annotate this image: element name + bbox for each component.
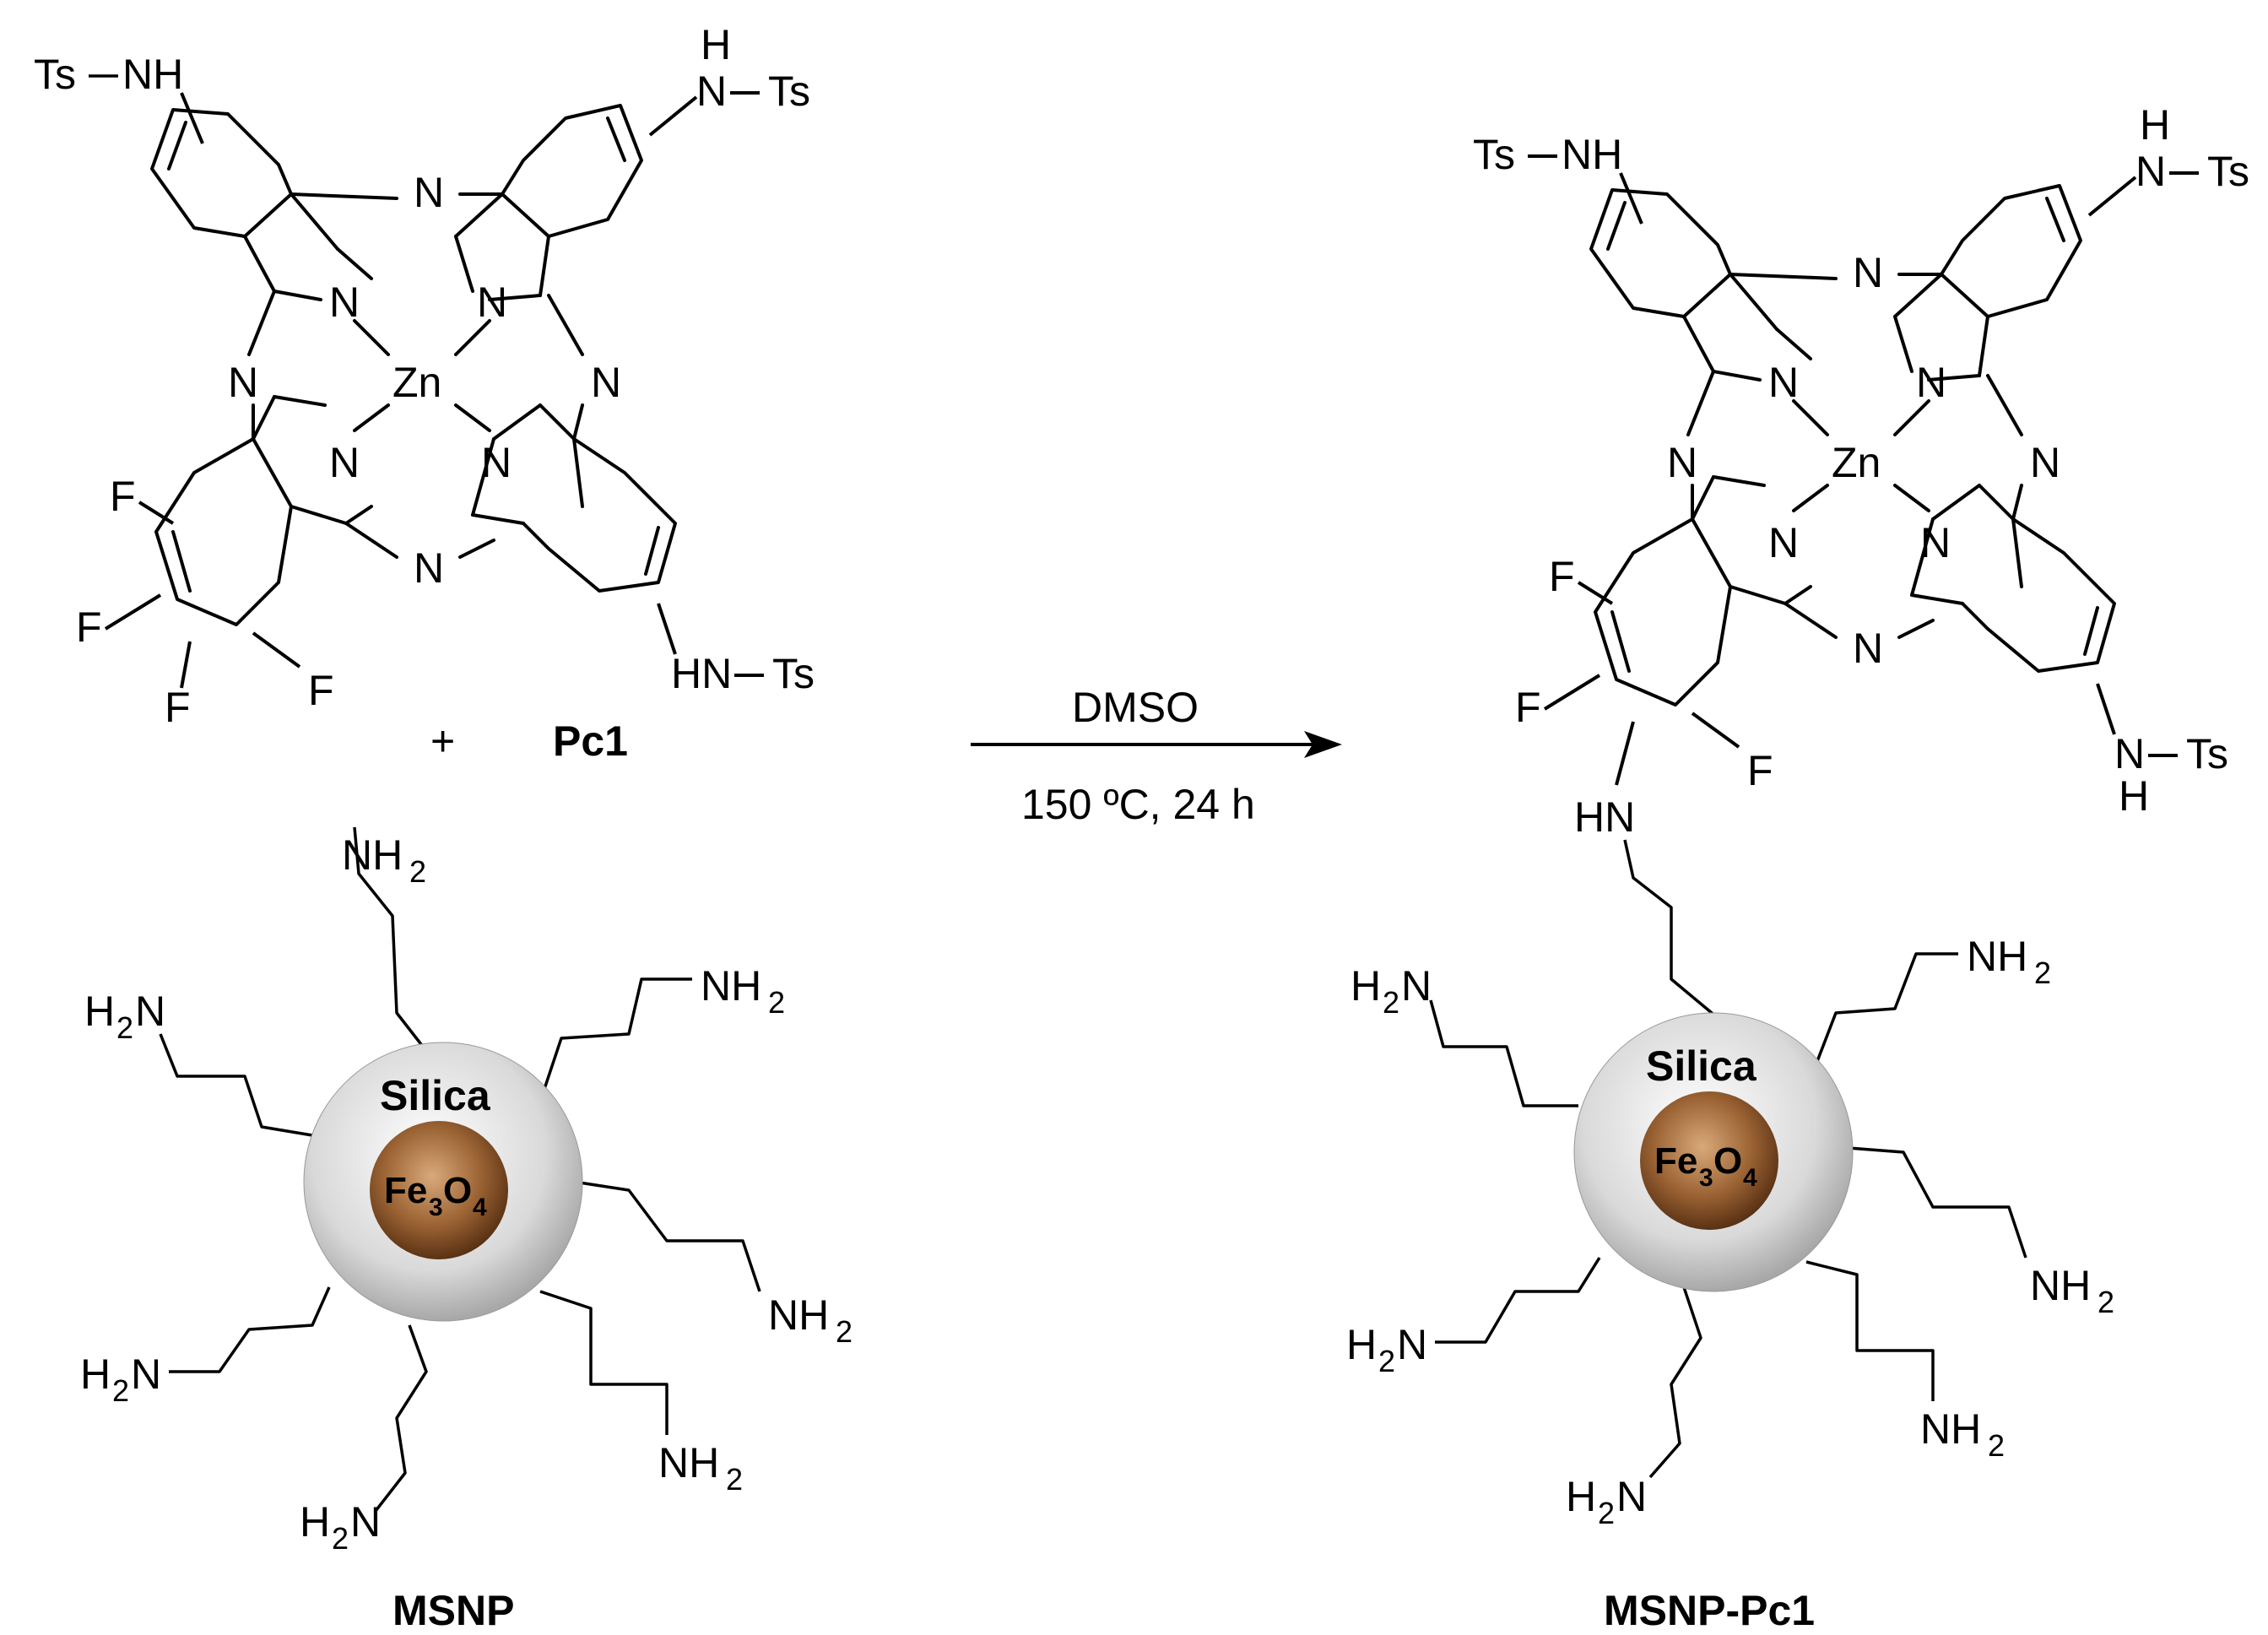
silica-label: Silica (1646, 1042, 1757, 1090)
n-atom: N (2135, 148, 2166, 195)
subscript-2: 2 (116, 1010, 133, 1045)
n-atom: N (414, 169, 444, 216)
pc1-label: Pc1 (553, 717, 628, 765)
h2n-label: H (1346, 1321, 1377, 1368)
subscript-2: 2 (1988, 1428, 2005, 1463)
h-label: H (2140, 101, 2170, 149)
n-atom: N (1667, 439, 1697, 486)
ts-label: Ts (2207, 148, 2249, 195)
temperature-time-label: 150 ºC, 24 h (1021, 781, 1255, 828)
pc1-structure-product: Zn N N N N N N N N Ts NH H N Ts N Ts H F… (1473, 101, 2249, 841)
subscript-2: 2 (1383, 985, 1399, 1020)
ts-label: Ts (34, 51, 76, 98)
n-atom: N (228, 359, 258, 406)
msnp-structure: NH 2 NH 2 H 2 N NH 2 H 2 N H 2 N NH 2 Si… (80, 826, 853, 1634)
f-atom: F (1549, 553, 1575, 600)
zn-atom-pc1: Zn (392, 359, 441, 406)
h-label: H (2119, 772, 2149, 820)
subscript-2: 2 (409, 854, 426, 889)
subscript-4: 4 (473, 1194, 487, 1221)
n-atom: N (481, 439, 512, 486)
n-atom: N (1397, 1321, 1427, 1368)
fe3o4-label-o: O (1713, 1140, 1742, 1182)
n-atom: N (1920, 519, 1951, 566)
n-atom: N (135, 988, 165, 1035)
ts-label: Ts (768, 68, 810, 115)
msnp-product-structure: NH 2 H 2 N NH 2 H 2 N H 2 N NH 2 Silica … (1346, 839, 2114, 1634)
fe3o4-label-o: O (443, 1170, 472, 1211)
fe3o4-label: Fe (1654, 1140, 1697, 1182)
fe3o4-core (370, 1121, 508, 1259)
hn-label: HN (1574, 793, 1635, 841)
h2n-label: H (84, 988, 115, 1035)
nh2-label: NH (658, 1439, 719, 1486)
n-atom: N (414, 544, 444, 592)
n-atom: N (1768, 359, 1799, 406)
msnp-label: MSNP (392, 1587, 514, 1634)
n-atom: N (2030, 439, 2060, 486)
n-atom: N (1616, 1473, 1647, 1520)
f-atom: F (76, 604, 102, 651)
reaction-arrow: DMSO 150 ºC, 24 h (971, 684, 1342, 828)
subscript-3: 3 (1699, 1164, 1713, 1192)
ts-label: Ts (1473, 131, 1515, 178)
msnp-pc1-label: MSNP-Pc1 (1604, 1587, 1815, 1634)
subscript-2: 2 (836, 1314, 853, 1349)
subscript-2: 2 (2034, 956, 2051, 990)
ts-label: Ts (2186, 730, 2228, 777)
subscript-2: 2 (2097, 1285, 2114, 1319)
n-atom: N (477, 279, 507, 326)
subscript-2: 2 (112, 1373, 129, 1408)
hn-label: HN (671, 650, 732, 697)
n-atom: N (2114, 730, 2145, 777)
ts-label: Ts (772, 650, 815, 697)
f-atom: F (110, 473, 136, 520)
n-atom: N (350, 1498, 381, 1546)
n-atom: N (1401, 962, 1432, 1010)
fe3o4-core (1640, 1091, 1778, 1230)
f-atom: F (308, 667, 334, 714)
subscript-3: 3 (429, 1194, 443, 1221)
fe3o4-label: Fe (384, 1170, 427, 1211)
solvent-label: DMSO (1072, 684, 1199, 731)
subscript-4: 4 (1743, 1164, 1757, 1192)
f-atom: F (1747, 747, 1773, 794)
h2n-label: H (80, 1351, 111, 1398)
nh2-label: NH (701, 962, 761, 1010)
silica-label: Silica (380, 1072, 491, 1119)
h2n-label: H (300, 1498, 330, 1546)
n-atom: N (591, 359, 621, 406)
zn-atom-product: Zn (1832, 439, 1881, 486)
plus-sign: + (430, 717, 455, 765)
nh-label: NH (1562, 131, 1622, 178)
n-atom: N (1768, 519, 1799, 566)
h2n-label: H (1566, 1473, 1596, 1520)
h2n-label: H (1351, 962, 1381, 1010)
n-atom: N (1853, 625, 1883, 672)
subscript-2: 2 (768, 985, 785, 1020)
f-atom: F (165, 684, 191, 731)
subscript-2: 2 (332, 1521, 349, 1556)
subscript-2: 2 (1598, 1496, 1615, 1530)
subscript-2: 2 (726, 1462, 743, 1497)
n-atom: N (1853, 249, 1883, 296)
h-label: H (701, 21, 731, 68)
nh2-label: NH (342, 831, 403, 879)
subscript-2: 2 (1378, 1344, 1395, 1378)
pc1-structure: Zn N N N N N N N N Ts NH H N Ts HN Ts F … (34, 21, 815, 765)
n-atom: N (329, 279, 360, 326)
nh2-label: NH (2030, 1262, 2091, 1309)
f-atom: F (1515, 684, 1541, 731)
nh2-label: NH (768, 1291, 829, 1339)
nh2-label: NH (1967, 933, 2027, 980)
n-atom: N (696, 68, 727, 115)
n-atom: N (131, 1351, 161, 1398)
n-atom: N (329, 439, 360, 486)
nh2-label: NH (1920, 1405, 1981, 1453)
n-atom: N (1916, 359, 1946, 406)
nh-label: NH (122, 51, 183, 98)
